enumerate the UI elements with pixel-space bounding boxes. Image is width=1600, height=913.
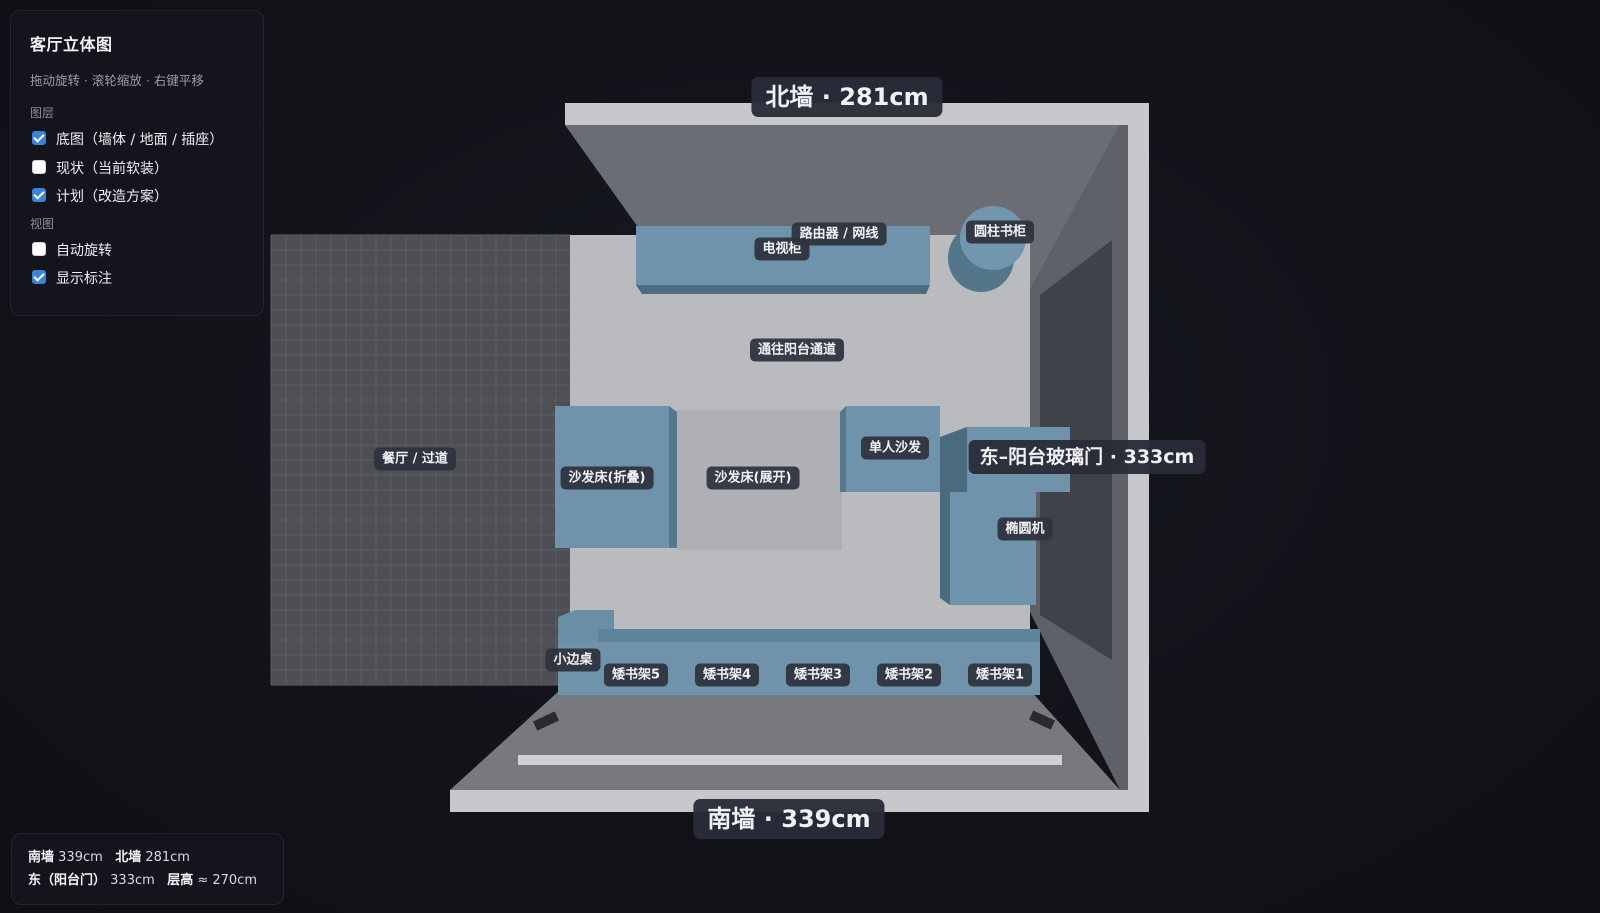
layer-plan-label: 计划（改造方案） xyxy=(56,189,168,206)
sofa-folded-side xyxy=(669,406,677,548)
show-labels-toggle[interactable]: 显示标注 xyxy=(30,264,245,293)
east-wall-label: 东–阳台玻璃门 · 333cm xyxy=(968,440,1206,474)
info-east-key: 东（阳台门） xyxy=(28,873,107,888)
shelf4-label: 矮书架4 xyxy=(694,663,760,687)
shelf3-label: 矮书架3 xyxy=(785,663,851,687)
outlet-south-left xyxy=(533,711,559,731)
south-wall-label: 南墙 · 339cm xyxy=(693,799,885,839)
auto-rotate-checkbox[interactable] xyxy=(32,241,46,256)
show-labels-label: 显示标注 xyxy=(56,271,112,288)
info-height-val: ≈ 270cm xyxy=(197,873,257,888)
auto-rotate-toggle[interactable]: 自动旋转 xyxy=(30,236,245,265)
layer-base-checkbox[interactable] xyxy=(32,131,46,146)
column-bookcase-label: 圆柱书柜 xyxy=(965,220,1035,244)
tv-cabinet-front xyxy=(636,285,930,294)
layer-base-toggle[interactable]: 底图（墙体 / 地面 / 插座） xyxy=(30,125,245,154)
panel-title: 客厅立体图 xyxy=(30,35,113,54)
outlet-south-right xyxy=(1029,710,1055,730)
auto-rotate-label: 自动旋转 xyxy=(56,242,112,259)
passage-label: 通往阳台通道 xyxy=(749,338,845,362)
baseboard-south xyxy=(518,755,1062,765)
router-label: 路由器 / 网线 xyxy=(791,222,887,246)
elliptical-label: 椭圆机 xyxy=(997,517,1053,541)
info-north-key: 北墙 xyxy=(115,850,142,865)
shelf2-label: 矮书架2 xyxy=(876,663,942,687)
info-south-val: 339cm xyxy=(58,850,103,865)
sofa-unfolded-label: 沙发床(展开) xyxy=(706,466,800,490)
armchair-label: 单人沙发 xyxy=(860,436,930,460)
layer-plan-toggle[interactable]: 计划（改造方案） xyxy=(30,182,245,211)
info-east-val: 333cm xyxy=(110,873,155,888)
show-labels-checkbox[interactable] xyxy=(32,270,46,285)
dining-label: 餐厅 / 过道 xyxy=(374,447,456,471)
layers-section-label: 图层 xyxy=(30,106,55,120)
control-panel: 客厅立体图 拖动旋转 · 滚轮缩放 · 右键平移 图层 底图（墙体 / 地面 /… xyxy=(10,10,264,316)
info-south-key: 南墙 xyxy=(28,850,55,865)
view-section-label: 视图 xyxy=(30,216,55,231)
layer-plan-checkbox[interactable] xyxy=(32,188,46,203)
info-height-key: 层高 xyxy=(167,873,194,888)
elliptical-side xyxy=(940,427,967,605)
info-row-2: 东（阳台门） 333cm 层高 ≈ 270cm xyxy=(28,869,267,892)
shelf5-label: 矮书架5 xyxy=(603,663,669,687)
south-wall-face xyxy=(450,690,1120,790)
layer-base-label: 底图（墙体 / 地面 / 插座） xyxy=(56,132,224,149)
north-wall-label: 北墙 · 281cm xyxy=(751,77,943,117)
armchair-side xyxy=(840,406,846,492)
side-table-label: 小边桌 xyxy=(545,648,601,672)
layer-current-checkbox[interactable] xyxy=(32,159,46,174)
info-row-1: 南墙 339cm 北墙 281cm xyxy=(28,846,267,869)
sofa-folded-label: 沙发床(折叠) xyxy=(560,466,654,490)
info-north-val: 281cm xyxy=(145,850,190,865)
dimensions-info-panel: 南墙 339cm 北墙 281cm 东（阳台门） 333cm 层高 ≈ 270c… xyxy=(11,833,284,905)
layer-current-label: 现状（当前软装） xyxy=(56,160,168,177)
panel-hint: 拖动旋转 · 滚轮缩放 · 右键平移 xyxy=(30,73,204,88)
layer-current-toggle[interactable]: 现状（当前软装） xyxy=(30,154,245,183)
shelf1-label: 矮书架1 xyxy=(967,663,1033,687)
bookshelves-top xyxy=(598,629,1040,645)
